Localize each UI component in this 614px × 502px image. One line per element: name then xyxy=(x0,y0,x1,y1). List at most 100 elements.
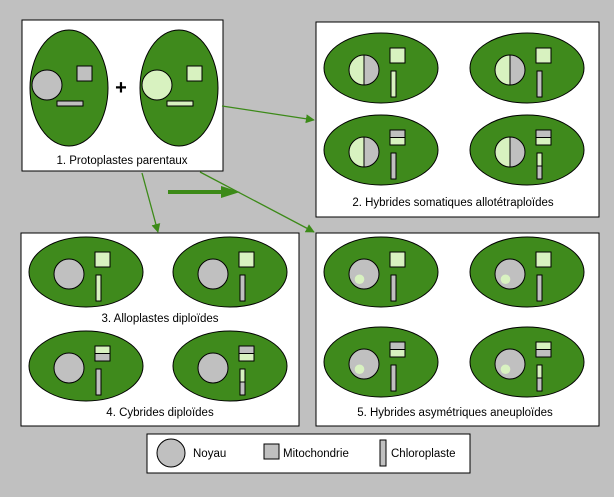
mixed-mitochondrion-icon xyxy=(535,341,552,358)
foreign-chromatin-dot xyxy=(354,274,365,285)
nucleus-half-light xyxy=(349,137,364,167)
foreign-chromatin-dot xyxy=(500,364,511,375)
asymmetric-hybrid-2 xyxy=(469,236,585,308)
mixed-mitochondrion-icon xyxy=(94,345,111,362)
chloroplast-icon xyxy=(166,100,194,107)
chloroplast-icon xyxy=(95,368,102,396)
nucleus-icon xyxy=(53,352,85,384)
mitochondrion-icon xyxy=(238,251,255,268)
cell-membrane xyxy=(139,29,219,147)
mitochondrion-icon xyxy=(389,251,406,268)
cell-membrane xyxy=(469,236,585,308)
somatic-hybrid-3 xyxy=(323,114,439,186)
nucleus-half-light xyxy=(495,137,510,167)
caption-asymmetric-hybrids: 5. Hybrides asymétriques aneuploïdes xyxy=(357,407,553,419)
mixed-mitochondrion-icon xyxy=(238,345,255,362)
nucleus-half-gray xyxy=(364,55,379,85)
cell-membrane xyxy=(469,32,585,104)
somatic-hybrid-1 xyxy=(323,32,439,104)
nucleus-icon xyxy=(197,258,229,290)
cell-membrane xyxy=(469,114,585,186)
cells-layer xyxy=(28,29,585,402)
cell-membrane xyxy=(323,114,439,186)
nucleus-half-gray xyxy=(364,137,379,167)
nucleus-icon xyxy=(494,348,526,380)
mitochondrion-icon xyxy=(389,47,406,64)
arrow-to-somatic-hybrids xyxy=(221,105,315,124)
mitochondrion-icon xyxy=(76,65,93,82)
hybrid-nucleus xyxy=(348,54,380,86)
nucleus-icon xyxy=(31,69,63,101)
caption-somatic-hybrids: 2. Hybrides somatiques allotétraploïdes xyxy=(352,197,554,209)
cell-membrane xyxy=(28,236,144,308)
cell-membrane xyxy=(28,330,144,402)
legend-chloroplast-icon xyxy=(379,439,387,467)
foreign-chromatin-dot xyxy=(354,364,365,375)
cybrid-1 xyxy=(28,330,144,402)
chloroplast-icon xyxy=(56,100,84,107)
cell-membrane xyxy=(323,326,439,398)
caption-alloplasts: 3. Alloplastes diploïdes xyxy=(102,313,219,325)
cell-membrane xyxy=(323,236,439,308)
cybrid-2 xyxy=(172,330,288,402)
mixed-mitochondrion-icon xyxy=(535,129,552,146)
legend-box xyxy=(146,433,471,474)
mixed-chloroplast-icon xyxy=(239,368,246,396)
cell-membrane xyxy=(172,236,288,308)
mitochondrion-icon xyxy=(186,65,203,82)
mitochondrion-icon xyxy=(94,251,111,268)
plus-sign: + xyxy=(115,77,127,99)
legend-chloroplast-label: Chloroplaste xyxy=(391,448,456,460)
nucleus-icon xyxy=(53,258,85,290)
nucleus-half-gray xyxy=(510,55,525,85)
hybrid-nucleus xyxy=(494,136,526,168)
nucleus-icon xyxy=(141,69,173,101)
nucleus-icon xyxy=(348,258,380,290)
legend-nucleus-icon xyxy=(156,438,186,468)
arrow-to-alloplasts xyxy=(141,172,161,233)
mixed-mitochondrion-icon xyxy=(389,341,406,358)
cell-membrane xyxy=(469,326,585,398)
asymmetric-hybrid-1 xyxy=(323,236,439,308)
mitochondrion-icon xyxy=(535,251,552,268)
caption-parental-protoplasts: 1. Protoplastes parentaux xyxy=(56,155,187,167)
chloroplast-icon xyxy=(239,274,246,302)
chloroplast-icon xyxy=(390,364,397,392)
chloroplast-icon xyxy=(390,274,397,302)
legend-mitochondrion-label: Mitochondrie xyxy=(283,448,349,460)
chloroplast-icon xyxy=(536,274,543,302)
parent-protoplast-a xyxy=(29,29,109,147)
cell-membrane xyxy=(172,330,288,402)
somatic-hybrid-4 xyxy=(469,114,585,186)
chloroplast-icon xyxy=(390,70,397,98)
hybrid-nucleus xyxy=(494,54,526,86)
legend: Noyau Mitochondrie Chloroplaste xyxy=(156,438,456,468)
somatic-hybrid-2 xyxy=(469,32,585,104)
nucleus-half-gray xyxy=(510,137,525,167)
mixed-chloroplast-icon xyxy=(536,364,543,392)
nucleus-icon xyxy=(197,352,229,384)
thick-arrow xyxy=(168,186,240,198)
legend-nucleus-label: Noyau xyxy=(193,448,226,460)
alloplast-2 xyxy=(172,236,288,308)
mixed-chloroplast-icon xyxy=(536,152,543,180)
mixed-mitochondrion-icon xyxy=(389,129,406,146)
chloroplast-icon xyxy=(95,274,102,302)
alloplast-1 xyxy=(28,236,144,308)
nucleus-half-light xyxy=(349,55,364,85)
cell-membrane xyxy=(29,29,109,147)
asymmetric-hybrid-3 xyxy=(323,326,439,398)
hybrid-nucleus xyxy=(348,136,380,168)
caption-cybrids: 4. Cybrides diploïdes xyxy=(106,407,214,419)
asymmetric-hybrid-4 xyxy=(469,326,585,398)
arrow-to-asymmetric-hybrids xyxy=(199,171,315,233)
arrows xyxy=(141,105,315,233)
foreign-chromatin-dot xyxy=(500,274,511,285)
nucleus-icon xyxy=(494,258,526,290)
chloroplast-icon xyxy=(390,152,397,180)
nucleus-icon xyxy=(348,348,380,380)
parent-protoplast-b xyxy=(139,29,219,147)
cell-membrane xyxy=(323,32,439,104)
